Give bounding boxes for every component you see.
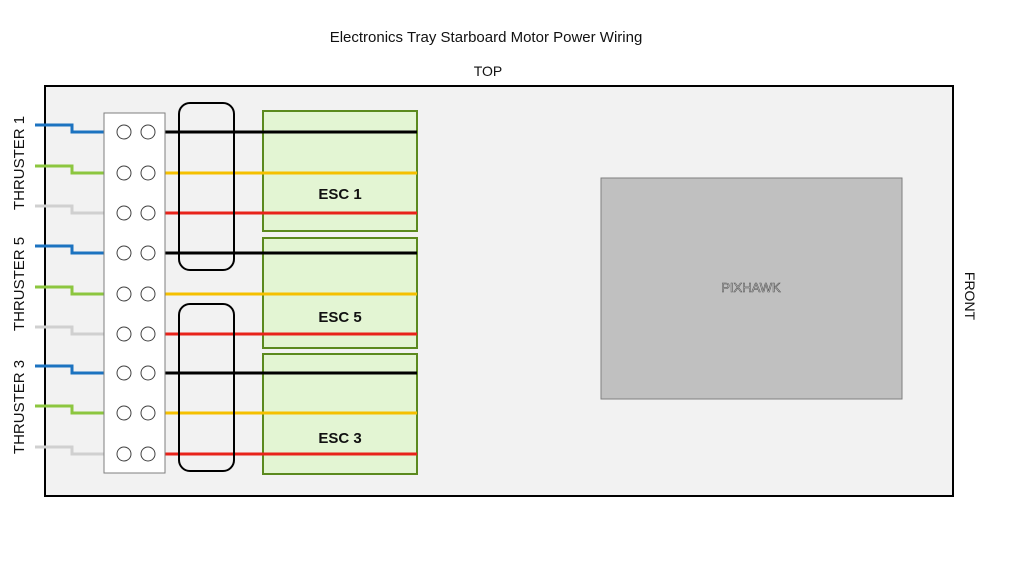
terminal-screw-3b xyxy=(140,205,156,221)
thruster-label-3: THRUSTER 3 xyxy=(11,360,28,454)
thruster-wire-8 xyxy=(35,404,116,415)
terminal-screw-4a xyxy=(116,245,132,261)
cable-clamp-upper xyxy=(178,102,235,271)
thruster-label-5: THRUSTER 5 xyxy=(11,237,28,331)
diagram-title: Electronics Tray Starboard Motor Power W… xyxy=(330,29,643,46)
thruster-wire-6 xyxy=(35,325,116,336)
thruster-wires xyxy=(35,123,116,456)
terminal-screw-9b xyxy=(140,446,156,462)
terminal-screw-1a xyxy=(116,124,132,140)
thruster-wire-7 xyxy=(35,364,116,375)
terminal-screw-8a xyxy=(116,405,132,421)
terminal-screw-3a xyxy=(116,205,132,221)
terminal-screw-6a xyxy=(116,326,132,342)
terminal-block xyxy=(103,112,166,474)
terminal-screw-5b xyxy=(140,286,156,302)
front-label: FRONT xyxy=(962,272,978,321)
thruster-wire-9 xyxy=(35,445,116,456)
pixhawk-label: PIXHAWK xyxy=(721,280,781,295)
top-label: TOP xyxy=(474,63,503,79)
esc-3-label: ESC 3 xyxy=(318,430,361,447)
terminal-screw-2a xyxy=(116,165,132,181)
terminal-screw-2b xyxy=(140,165,156,181)
thruster-wire-4 xyxy=(35,244,116,255)
cable-clamp-lower xyxy=(178,303,235,472)
thruster-wire-5 xyxy=(35,285,116,296)
esc-5-label: ESC 5 xyxy=(318,309,361,326)
esc-1-label: ESC 1 xyxy=(318,186,361,203)
terminal-screw-5a xyxy=(116,286,132,302)
esc-wires xyxy=(149,130,417,456)
terminal-screw-6b xyxy=(140,326,156,342)
terminal-screw-9a xyxy=(116,446,132,462)
pixhawk-box xyxy=(600,177,903,400)
terminal-screw-7a xyxy=(116,365,132,381)
terminal-screw-7b xyxy=(140,365,156,381)
terminal-screw-8b xyxy=(140,405,156,421)
thruster-wire-2 xyxy=(35,164,116,175)
terminal-screw-4b xyxy=(140,245,156,261)
thruster-wire-1 xyxy=(35,123,116,134)
thruster-label-1: THRUSTER 1 xyxy=(11,116,28,210)
terminal-screws xyxy=(116,124,156,462)
terminal-screw-1b xyxy=(140,124,156,140)
thruster-wire-3 xyxy=(35,204,116,215)
